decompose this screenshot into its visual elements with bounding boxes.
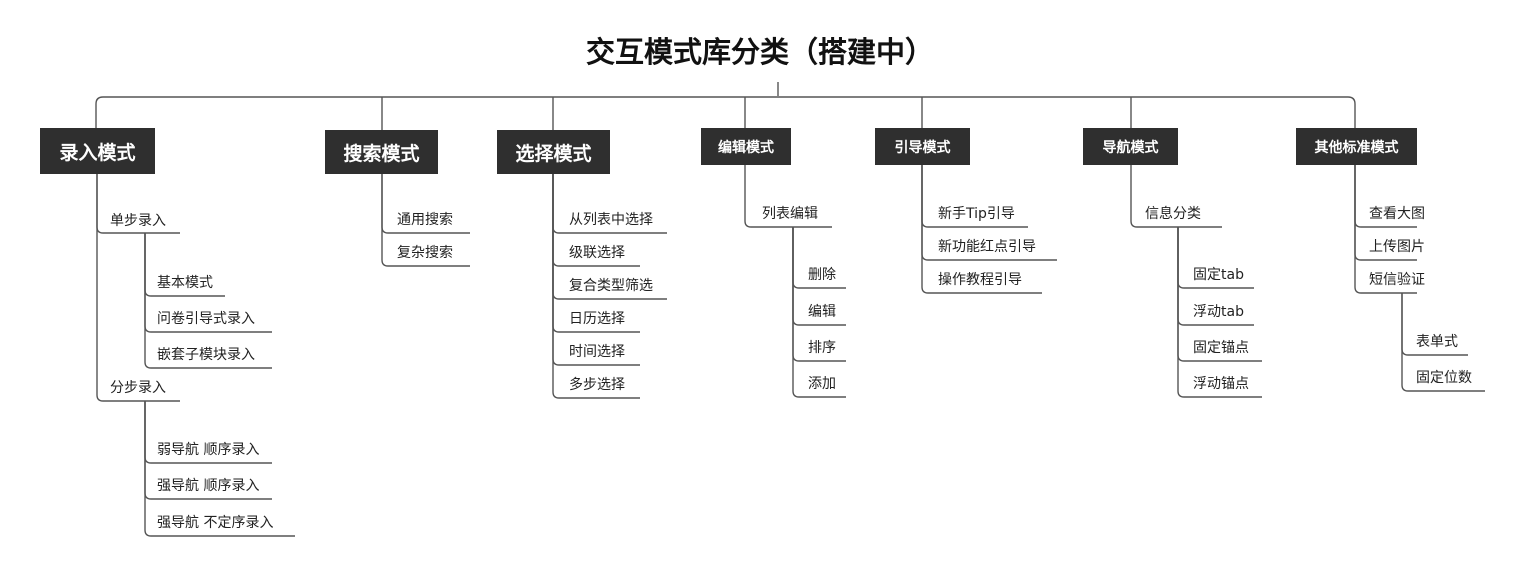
leaf-edit[interactable]: 编辑 [808, 304, 836, 320]
list-edit-branch-3 [792, 227, 846, 398]
nav-branch-0 [1130, 165, 1222, 228]
leaf-fixed-tab[interactable]: 固定tab [1193, 267, 1244, 283]
other-branch-2 [1354, 165, 1417, 294]
edit-branch-0 [744, 165, 832, 228]
leaf-complex-search[interactable]: 复杂搜索 [397, 245, 453, 261]
category-input-mode[interactable]: 录入模式 [40, 128, 155, 174]
node-info-classification[interactable]: 信息分类 [1145, 206, 1201, 222]
leaf-upload-image[interactable]: 上传图片 [1369, 239, 1425, 255]
leaf-add[interactable]: 添加 [808, 376, 836, 392]
leaf-floating-tab[interactable]: 浮动tab [1193, 304, 1244, 320]
leaf-compound-filter[interactable]: 复合类型筛选 [569, 278, 653, 294]
category-other-modes[interactable]: 其他标准模式 [1296, 128, 1417, 165]
node-list-edit[interactable]: 列表编辑 [762, 206, 818, 222]
leaf-multi-step-select[interactable]: 多步选择 [569, 377, 625, 393]
leaf-form-style[interactable]: 表单式 [1416, 334, 1458, 350]
select-branch-5 [552, 174, 640, 399]
leaf-delete[interactable]: 删除 [808, 267, 836, 283]
category-guide-mode[interactable]: 引导模式 [875, 128, 970, 165]
leaf-fixed-anchor[interactable]: 固定锚点 [1193, 340, 1249, 356]
leaf-cascade-select[interactable]: 级联选择 [569, 245, 625, 261]
info-class-branch-3 [1177, 227, 1262, 398]
leaf-general-search[interactable]: 通用搜索 [397, 212, 453, 228]
leaf-nested-module-input[interactable]: 嵌套子模块录入 [157, 347, 255, 363]
leaf-calendar-select[interactable]: 日历选择 [569, 311, 625, 327]
node-multi-step-input[interactable]: 分步录入 [110, 380, 166, 396]
leaf-weak-nav-sequential[interactable]: 弱导航 顺序录入 [157, 442, 260, 458]
leaf-newbie-tip-guide[interactable]: 新手Tip引导 [938, 206, 1015, 222]
multi-step-branch-2 [144, 401, 295, 537]
node-sms-verification[interactable]: 短信验证 [1369, 272, 1425, 288]
single-step-branch-2 [144, 233, 272, 369]
sms-branch-1 [1401, 293, 1485, 392]
guide-branch-2 [921, 165, 1042, 294]
top-bus [95, 96, 1356, 128]
node-single-step-input[interactable]: 单步录入 [110, 213, 166, 229]
category-edit-mode[interactable]: 编辑模式 [701, 128, 791, 165]
leaf-floating-anchor[interactable]: 浮动锚点 [1193, 376, 1249, 392]
leaf-red-dot-guide[interactable]: 新功能红点引导 [938, 239, 1036, 255]
leaf-sort[interactable]: 排序 [808, 340, 836, 356]
leaf-tutorial-guide[interactable]: 操作教程引导 [938, 272, 1022, 288]
leaf-time-select[interactable]: 时间选择 [569, 344, 625, 360]
category-select-mode[interactable]: 选择模式 [497, 130, 610, 174]
category-search-mode[interactable]: 搜索模式 [325, 130, 438, 174]
leaf-strong-nav-sequential[interactable]: 强导航 顺序录入 [157, 478, 260, 494]
category-nav-mode[interactable]: 导航模式 [1083, 128, 1178, 165]
leaf-view-large-image[interactable]: 查看大图 [1369, 206, 1425, 222]
leaf-questionnaire-input[interactable]: 问卷引导式录入 [157, 311, 255, 327]
leaf-fixed-digits[interactable]: 固定位数 [1416, 370, 1472, 386]
leaf-select-from-list[interactable]: 从列表中选择 [569, 212, 653, 228]
input-branch-1 [96, 174, 180, 402]
leaf-basic-mode[interactable]: 基本模式 [157, 275, 213, 291]
leaf-strong-nav-unordered[interactable]: 强导航 不定序录入 [157, 515, 274, 531]
select-branch-4 [552, 174, 640, 366]
diagram-title: 交互模式库分类（搭建中） [585, 35, 934, 69]
search-branch-1 [381, 174, 470, 267]
